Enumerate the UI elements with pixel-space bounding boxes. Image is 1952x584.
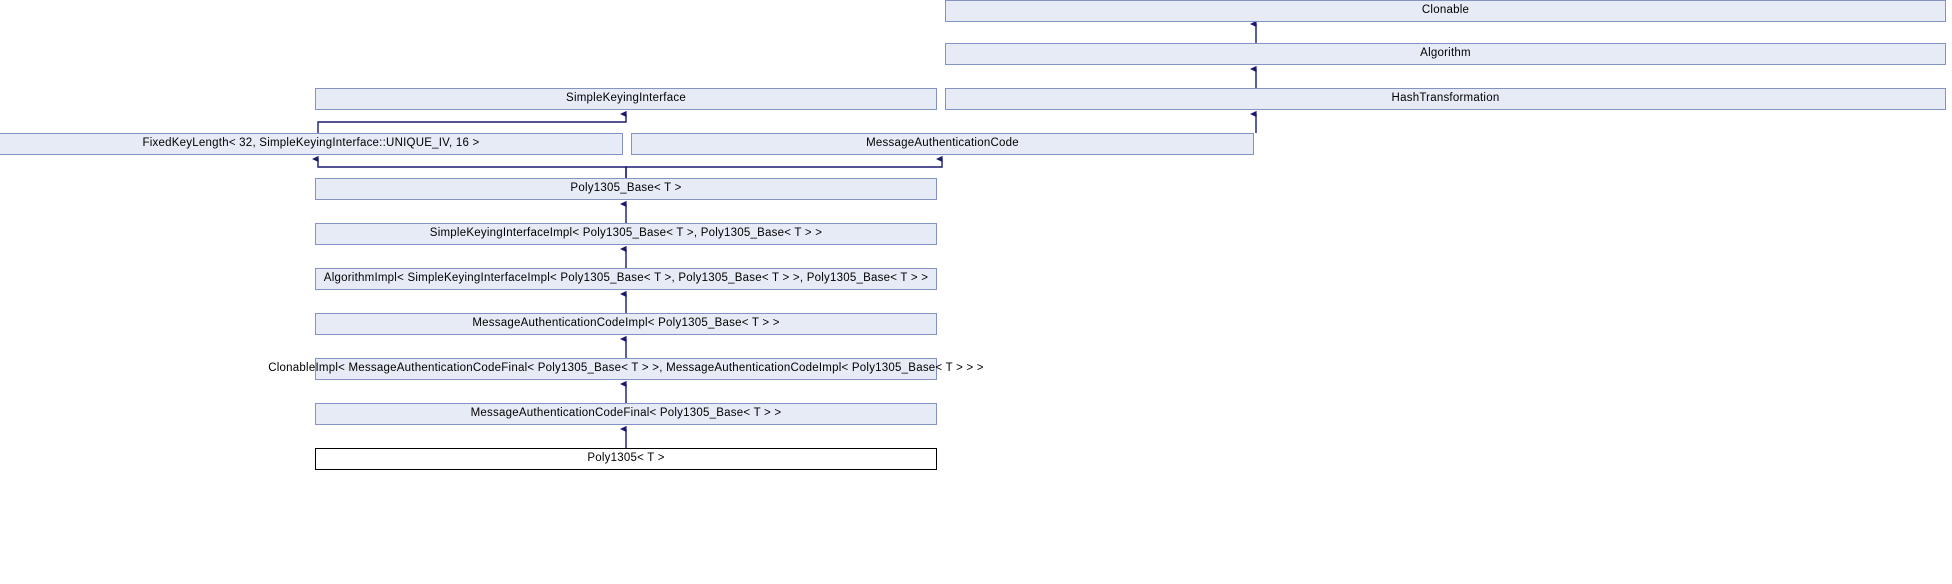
class-node-message-authentication-code[interactable]: MessageAuthenticationCode	[631, 133, 1254, 155]
class-node-label: Algorithm	[1420, 47, 1471, 60]
class-node-hash-transformation[interactable]: HashTransformation	[945, 88, 1946, 110]
edge-poly1305base-to-fixedkeylength	[312, 155, 627, 178]
class-node-message-authentication-code-final[interactable]: MessageAuthenticationCodeFinal< Poly1305…	[315, 403, 937, 425]
class-node-label: Poly1305< T >	[587, 452, 665, 465]
class-node-label: MessageAuthenticationCodeFinal< Poly1305…	[470, 407, 782, 420]
class-node-label: HashTransformation	[1391, 92, 1500, 105]
class-node-clonable-impl[interactable]: ClonableImpl< MessageAuthenticationCodeF…	[268, 358, 984, 380]
class-node-label: FixedKeyLength< 32, SimpleKeyingInterfac…	[142, 137, 480, 150]
class-node-simple-keying-interface-impl[interactable]: SimpleKeyingInterfaceImpl< Poly1305_Base…	[315, 223, 937, 245]
edge-poly1305base-to-mac	[625, 155, 943, 178]
class-node-clonable[interactable]: Clonable	[945, 0, 1946, 22]
class-node-message-authentication-code-impl[interactable]: MessageAuthenticationCodeImpl< Poly1305_…	[315, 313, 937, 335]
class-node-poly1305[interactable]: Poly1305< T >	[315, 448, 937, 470]
class-node-algorithm[interactable]: Algorithm	[945, 43, 1946, 65]
class-node-label: Poly1305_Base< T >	[570, 182, 682, 195]
class-node-label: MessageAuthenticationCodeImpl< Poly1305_…	[472, 317, 780, 330]
class-node-label: MessageAuthenticationCode	[866, 137, 1019, 150]
class-node-label: AlgorithmImpl< SimpleKeyingInterfaceImpl…	[323, 272, 929, 285]
class-node-fixed-key-length[interactable]: FixedKeyLength< 32, SimpleKeyingInterfac…	[0, 133, 623, 155]
class-node-poly1305-base[interactable]: Poly1305_Base< T >	[315, 178, 937, 200]
class-node-simple-keying-interface[interactable]: SimpleKeyingInterface	[315, 88, 937, 110]
edge-fixedkeylength-to-simplekeyinginterface	[317, 110, 627, 133]
class-node-algorithm-impl[interactable]: AlgorithmImpl< SimpleKeyingInterfaceImpl…	[315, 268, 937, 290]
class-node-label: SimpleKeyingInterface	[566, 92, 686, 105]
class-node-label: Clonable	[1421, 4, 1470, 17]
class-node-label: SimpleKeyingInterfaceImpl< Poly1305_Base…	[429, 227, 823, 240]
class-node-label: ClonableImpl< MessageAuthenticationCodeF…	[268, 362, 984, 375]
